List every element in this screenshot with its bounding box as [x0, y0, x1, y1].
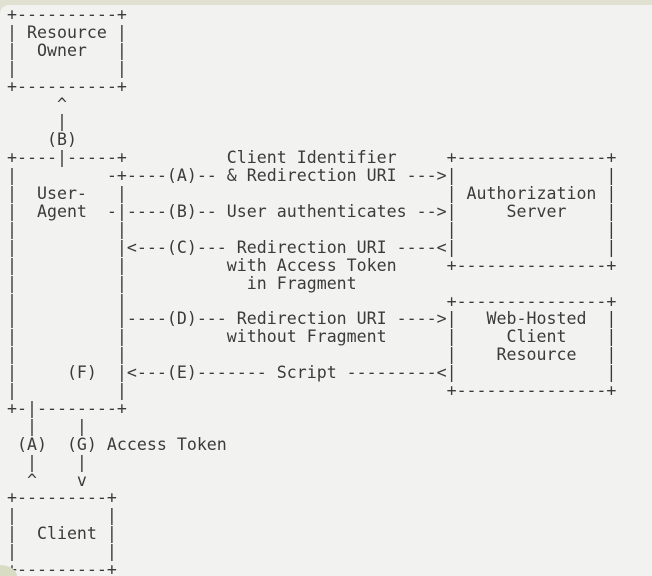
window-top-edge [0, 0, 652, 5]
corner-accent-shape [0, 565, 17, 576]
document-surface: +----------+ | Resource | | Owner | | | … [0, 5, 652, 576]
oauth-implicit-grant-ascii-diagram: +----------+ | Resource | | Owner | | | … [7, 5, 617, 576]
